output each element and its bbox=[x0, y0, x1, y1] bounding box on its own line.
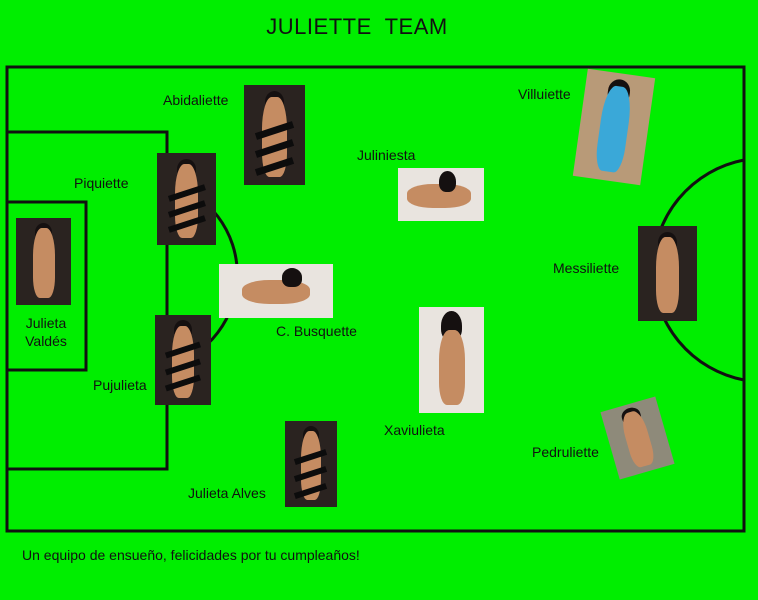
birthday-caption: Un equipo de ensueño, felicidades por tu… bbox=[22, 547, 360, 563]
player-label-julieta-valdes: Julieta Valdés bbox=[25, 315, 67, 349]
photo-c-busquette bbox=[219, 264, 333, 318]
player-label-c-busquette: C. Busquette bbox=[276, 323, 357, 339]
player-label-pedruliette: Pedruliette bbox=[532, 444, 599, 460]
photo-messiliette bbox=[638, 226, 697, 321]
photo-xaviulieta bbox=[419, 307, 484, 413]
player-label-piquiette: Piquiette bbox=[74, 175, 129, 191]
player-label-pujulieta: Pujulieta bbox=[93, 377, 147, 393]
player-label-juliniesta: Juliniesta bbox=[357, 147, 416, 163]
player-label-julieta-alves: Julieta Alves bbox=[188, 485, 266, 501]
photo-juliniesta bbox=[398, 168, 484, 221]
photo-abidaliette bbox=[244, 85, 305, 185]
goal-area bbox=[5, 200, 88, 372]
photo-piquiette bbox=[157, 153, 216, 245]
player-label-xaviulieta: Xaviulieta bbox=[384, 422, 445, 438]
player-label-abidaliette: Abidaliette bbox=[163, 92, 229, 108]
photo-pujulieta bbox=[155, 315, 211, 405]
page-title: JULIETTE TEAM bbox=[266, 14, 448, 39]
player-label-messiliette: Messiliette bbox=[553, 260, 620, 276]
photo-julieta-alves bbox=[285, 421, 337, 507]
player-label-villuiette: Villuiette bbox=[518, 86, 571, 102]
photo-julieta-valdes bbox=[16, 218, 71, 305]
